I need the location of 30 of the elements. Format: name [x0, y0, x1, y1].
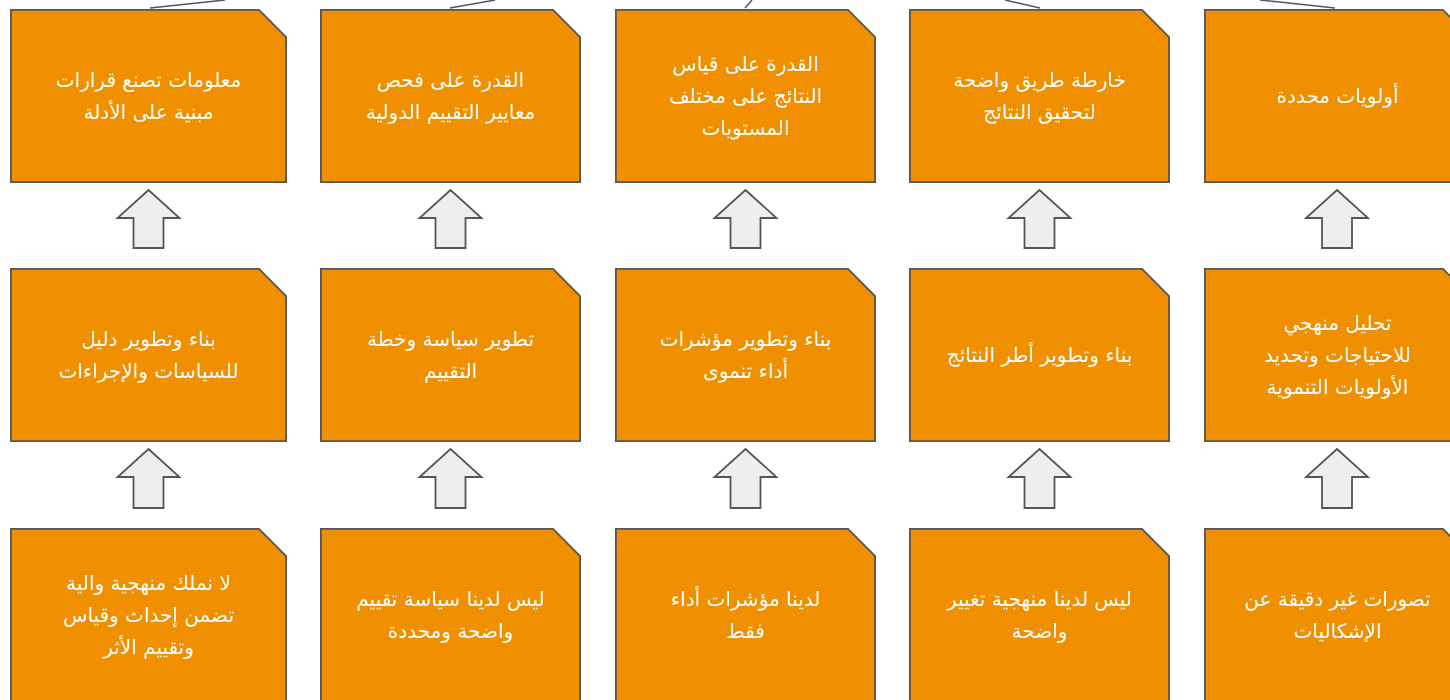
- note-box: تطوير سياسة وخطة التقييم: [320, 268, 581, 442]
- block-arrow: [1006, 188, 1073, 249]
- note-box: القدرة على فحص معايير التقييم الدولية: [320, 9, 581, 183]
- connector-line: [449, 0, 496, 9]
- block-arrow: [115, 447, 182, 509]
- block-arrow: [712, 188, 779, 249]
- note-box: تحليل منهجي للاحتياجات وتحديد الأولويات التنموية: [1204, 268, 1450, 442]
- note-box: بناء وتطوير أطر النتائج: [909, 268, 1170, 442]
- block-arrow: [417, 447, 484, 509]
- block-arrow: [1006, 447, 1073, 509]
- block-arrow: [1303, 188, 1371, 249]
- note-box: بناء وتطوير دليل للسياسات والإجراءات: [10, 268, 287, 442]
- note-box: بناء وتطوير مؤشرات أداء تنموى: [615, 268, 876, 442]
- connector-line: [149, 0, 226, 9]
- note-box: ليس لدينا منهجية تغيير واضحة: [909, 528, 1170, 700]
- note-box: خارطة طريق واضحة لتحقيق النتائج: [909, 9, 1170, 183]
- connector-line: [1259, 0, 1336, 9]
- note-box: القدرة على قياس النتائج على مختلف المستويات: [615, 9, 876, 183]
- block-arrow: [712, 447, 779, 509]
- note-box: معلومات تصنع قرارات مبنية على الأدلة: [10, 9, 287, 183]
- note-box: لدينا مؤشرات أداء فقط: [615, 528, 876, 700]
- note-box: ليس لدينا سياسة تقييم واضحة ومحددة: [320, 528, 581, 700]
- note-box: تصورات غير دقيقة عن الإشكاليات: [1204, 528, 1450, 700]
- connector-line: [1004, 0, 1041, 9]
- block-arrow: [115, 188, 182, 249]
- note-box: أولويات محددة: [1204, 9, 1450, 183]
- block-arrow: [1303, 447, 1371, 509]
- block-arrow: [417, 188, 484, 249]
- connector-line: [744, 0, 753, 9]
- note-box: لا نملك منهجية والية تضمن إحداث وقياس وتقييم الأثر: [10, 528, 287, 700]
